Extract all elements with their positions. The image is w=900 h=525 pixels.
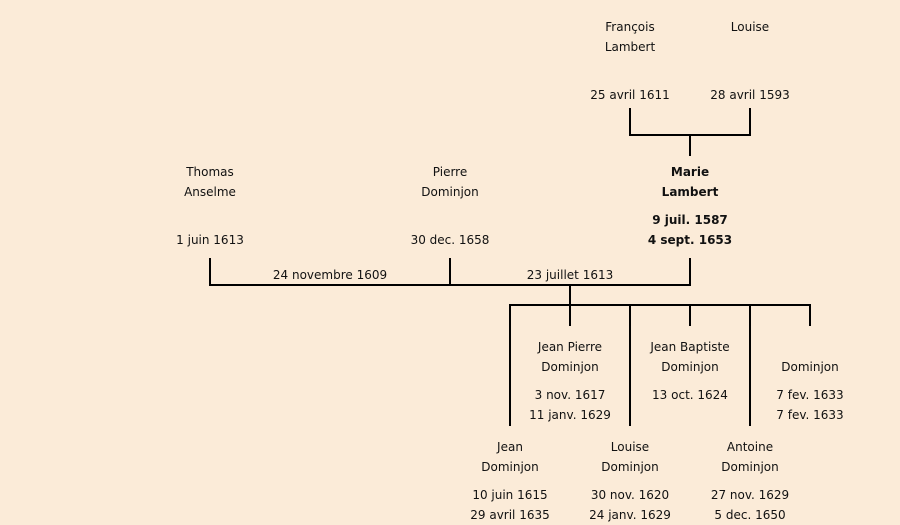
- birth-date: 30 nov. 1620: [590, 488, 670, 502]
- connector: [209, 258, 211, 286]
- death-date: 7 fev. 1633: [776, 408, 844, 422]
- marriage-date-first: 24 novembre 1609: [272, 268, 388, 282]
- connector: [749, 108, 751, 136]
- marriage-date-second: 23 juillet 1613: [526, 268, 614, 282]
- connector: [569, 284, 571, 306]
- connector: [629, 108, 631, 136]
- birth-date: 7 fev. 1633: [776, 388, 844, 402]
- last-name: Dominjon: [661, 360, 719, 374]
- connector: [689, 258, 691, 286]
- first-name: Jean: [497, 440, 523, 454]
- first-name: François: [605, 20, 655, 34]
- first-name: Pierre: [432, 165, 468, 179]
- last-name: Dominjon: [481, 460, 539, 474]
- date: 28 avril 1593: [710, 88, 790, 102]
- birth-date: 10 juin 1615: [472, 488, 548, 502]
- connector: [749, 304, 751, 426]
- connector: [809, 304, 811, 326]
- death-date: 4 sept. 1653: [647, 233, 733, 247]
- last-name: Dominjon: [601, 460, 659, 474]
- connector: [449, 258, 451, 286]
- first-name: Jean Pierre: [537, 340, 603, 354]
- last-name: Lambert: [604, 40, 656, 54]
- first-name: Louise: [730, 20, 770, 34]
- last-name: Dominjon: [541, 360, 599, 374]
- death-date: 29 avril 1635: [470, 508, 550, 522]
- connector: [629, 304, 631, 426]
- date: 25 avril 1611: [590, 88, 670, 102]
- connector: [569, 304, 571, 326]
- last-name: Lambert: [661, 185, 719, 199]
- last-name: Dominjon: [721, 460, 779, 474]
- first-name: Marie: [670, 165, 710, 179]
- last-name: Dominjon: [781, 360, 839, 374]
- first-name: Louise: [610, 440, 650, 454]
- connector: [509, 304, 511, 426]
- birth-date: 13 oct. 1624: [652, 388, 728, 402]
- first-name: Jean Baptiste: [650, 340, 730, 354]
- connector: [509, 304, 811, 306]
- date: 1 juin 1613: [176, 233, 244, 247]
- connector: [689, 134, 691, 156]
- connector: [689, 304, 691, 326]
- date: 30 dec. 1658: [410, 233, 490, 247]
- last-name: Dominjon: [421, 185, 479, 199]
- death-date: 24 janv. 1629: [589, 508, 671, 522]
- birth-date: 3 nov. 1617: [534, 388, 606, 402]
- first-name: Thomas: [186, 165, 234, 179]
- death-date: 5 dec. 1650: [714, 508, 786, 522]
- first-name: Antoine: [726, 440, 774, 454]
- death-date: 11 janv. 1629: [529, 408, 611, 422]
- connector: [209, 284, 691, 286]
- birth-date: 9 juil. 1587: [652, 213, 728, 227]
- last-name: Anselme: [184, 185, 236, 199]
- birth-date: 27 nov. 1629: [710, 488, 790, 502]
